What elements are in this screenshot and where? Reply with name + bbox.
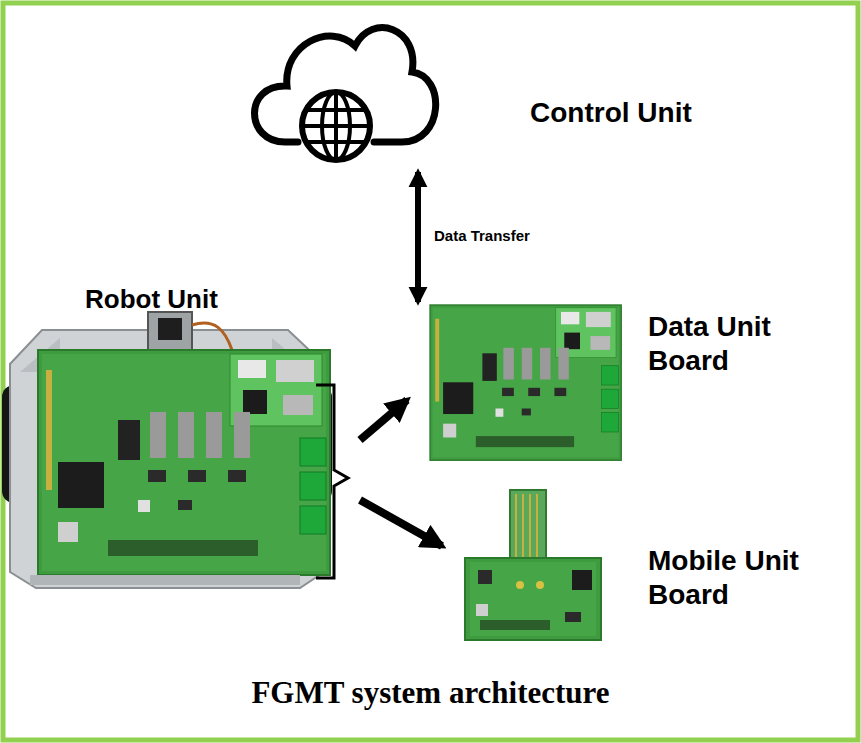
robot-picture — [2, 312, 332, 588]
mobile-unit-board-picture-part — [480, 620, 550, 630]
edge-label: Data Transfer — [432, 227, 532, 245]
diagram-node: Mobile Unit Board — [440, 484, 847, 650]
mobile-unit-board-picture-part — [510, 490, 546, 562]
mobile-unit-board-picture-part — [522, 494, 524, 560]
cloud-icon-part — [255, 28, 436, 142]
mobile-unit-board-picture-part — [478, 570, 492, 584]
mobile-unit-board-picture-part — [536, 494, 538, 560]
robot-picture-part — [158, 318, 182, 340]
robot-picture-part — [30, 575, 300, 585]
cloud-icon-part — [302, 92, 370, 160]
edge-label-text: Data Transfer — [432, 227, 532, 245]
cloud-icon — [255, 28, 436, 160]
flow-arrow — [360, 400, 407, 440]
mobile-unit-board-picture-part — [465, 558, 601, 640]
node-label: Data Unit Board — [648, 310, 828, 377]
mobile-unit-board-picture — [465, 490, 601, 640]
diagram-node: Data Unit Board — [405, 300, 845, 468]
mobile-unit-board-picture-part — [572, 570, 592, 590]
caption-holder: FGMT system architecture — [0, 674, 861, 711]
flow-arrow — [415, 172, 421, 302]
mobile-unit-board-picture-part — [515, 494, 517, 560]
mobile-unit-board-picture-part — [470, 562, 596, 636]
mobile-unit-board-picture-part — [536, 581, 544, 589]
diagram-node: Control Unit — [250, 8, 720, 168]
mobile-unit-board-picture-part — [476, 604, 488, 616]
robot-picture-part — [38, 350, 330, 575]
flow-arrow — [360, 500, 442, 546]
node-label: Mobile Unit Board — [648, 544, 843, 611]
bracket — [316, 385, 348, 578]
cloud-icon-part — [334, 92, 338, 160]
mobile-unit-board-picture-part — [529, 494, 531, 560]
data-unit-board-picture — [430, 305, 621, 460]
diagram-node: Robot Unit — [8, 282, 358, 586]
node-label: Control Unit — [530, 96, 692, 130]
node-label: Robot Unit — [85, 284, 218, 315]
caption: FGMT system architecture — [251, 674, 609, 711]
mobile-unit-board-picture-part — [516, 581, 524, 589]
robot-picture-part — [192, 323, 232, 350]
frame-border — [3, 3, 858, 740]
data-unit-board-picture-part — [430, 305, 621, 460]
mobile-unit-board-picture-part — [565, 612, 581, 622]
